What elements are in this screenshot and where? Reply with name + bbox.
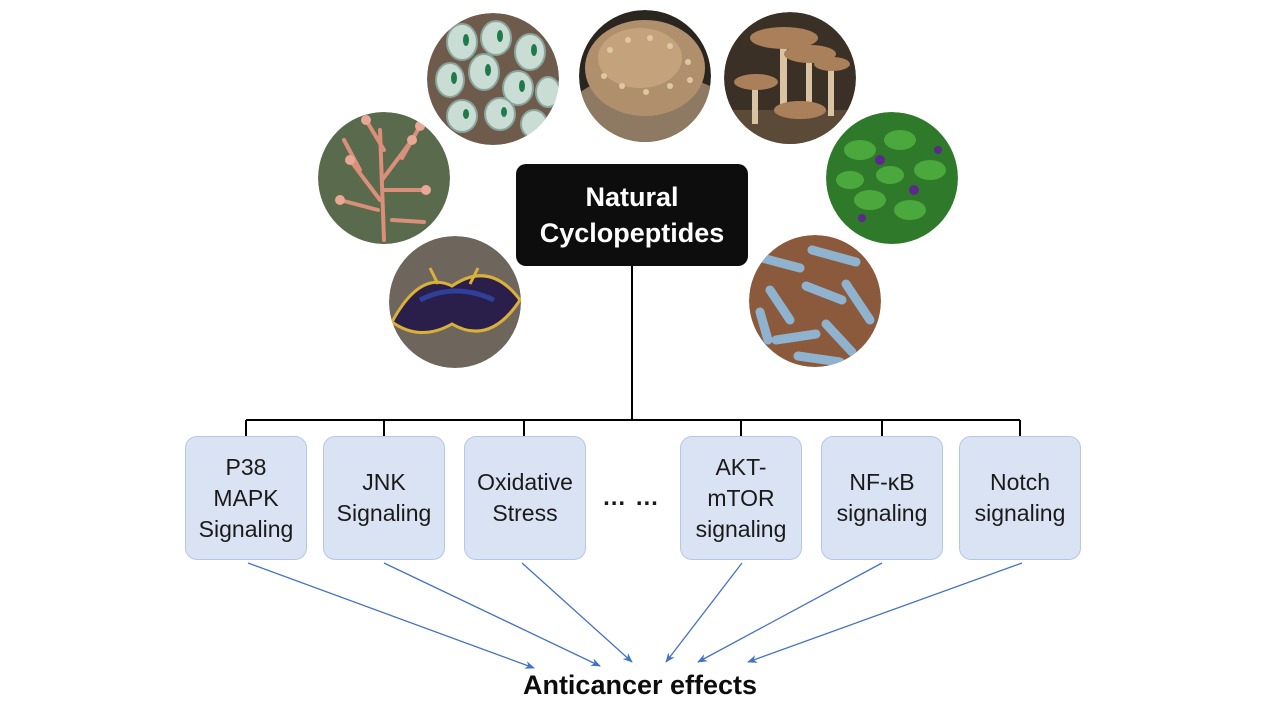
- red-alga-photo-icon: [318, 112, 450, 244]
- arrow-oxidative: [521, 562, 633, 663]
- pathway-box-p38-mapk: P38 MAPK Signaling: [185, 436, 307, 560]
- pathway-box-oxidative-stress: Oxidative Stress: [464, 436, 586, 560]
- pathway-label-line: Notch: [989, 469, 1051, 495]
- pathway-label-line: P38: [225, 453, 267, 480]
- pathway-label-line: signaling: [695, 515, 787, 542]
- tunicate-photo-icon: [427, 13, 559, 145]
- pathway-box-akt-mtor: AKT- mTOR signaling: [680, 436, 802, 560]
- arrow-p38: [247, 562, 535, 669]
- arrow-notch: [747, 562, 1023, 663]
- arrow-akt: [665, 562, 743, 663]
- effect-arrows: [247, 562, 1023, 669]
- pathway-label-line: JNK: [362, 469, 406, 495]
- center-box-line-2: Cyclopeptides: [539, 218, 725, 248]
- pathway-box-notch: Notch signaling: [959, 436, 1081, 560]
- pathway-label-line: NF-κB: [849, 469, 915, 495]
- arrow-nfkb: [697, 562, 883, 663]
- pathway-label-line: AKT-: [715, 453, 767, 480]
- anticancer-effects-label: Anticancer effects: [522, 670, 758, 700]
- pathway-label-line: Stress: [492, 500, 558, 526]
- pathway-label-line: Signaling: [336, 500, 432, 526]
- pathway-box-nf-kb: NF-κB signaling: [821, 436, 943, 560]
- center-box-line-1: Natural: [585, 182, 679, 212]
- flowering-plant-photo-icon: [826, 112, 958, 244]
- pathway-label-line: signaling: [974, 500, 1066, 526]
- flatworm-photo-icon: [389, 236, 521, 368]
- pathway-box-jnk: JNK Signaling: [323, 436, 445, 560]
- pathway-label-line: Signaling: [198, 515, 294, 542]
- arrow-jnk: [383, 562, 601, 667]
- mushroom-photo-icon: [724, 12, 856, 144]
- pathway-label-line: Oxidative: [477, 469, 573, 495]
- tree-connector: [245, 266, 1021, 436]
- more-pathways-ellipsis: … …: [602, 484, 660, 511]
- bacteria-photo-icon: [749, 235, 881, 367]
- natural-cyclopeptides-box: Natural Cyclopeptides: [516, 164, 748, 266]
- pathway-label-line: MAPK: [213, 484, 279, 511]
- pathway-label-line: mTOR: [707, 484, 775, 511]
- sea-cucumber-photo-icon: [579, 10, 711, 142]
- pathway-label-line: signaling: [836, 500, 928, 526]
